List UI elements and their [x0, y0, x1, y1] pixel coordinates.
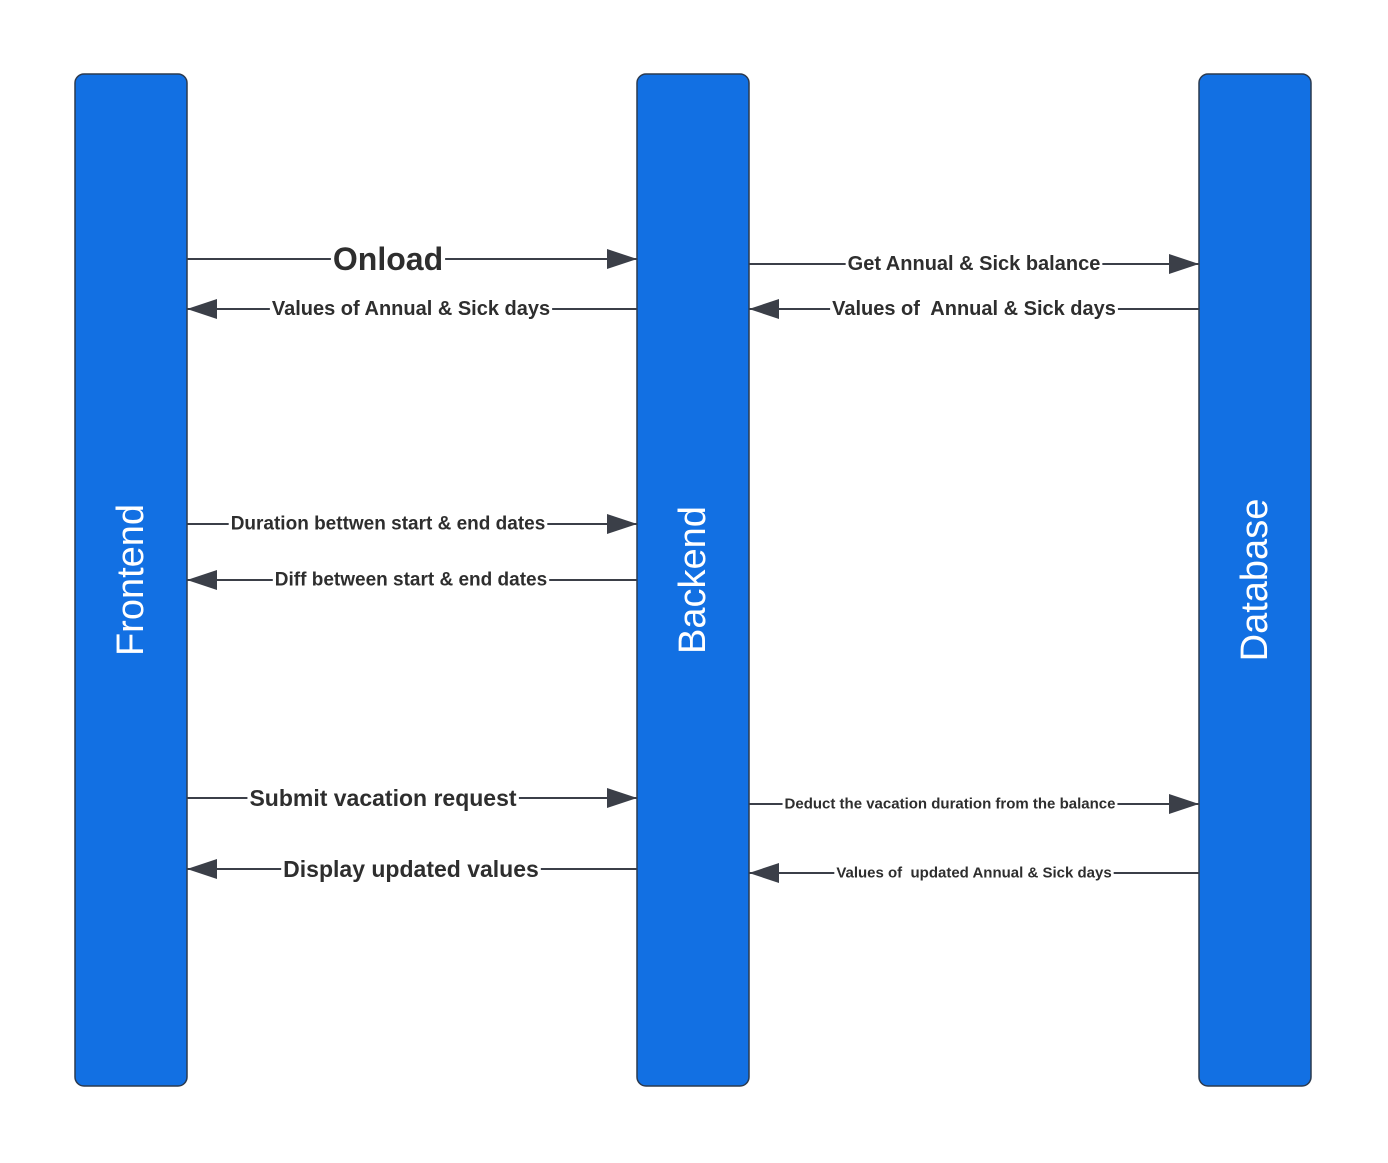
lane-database: Database — [1198, 73, 1312, 1087]
message-arrow: Duration bettwen start & end dates — [187, 514, 637, 535]
message-label-background — [281, 866, 541, 872]
lane-backend: Backend — [636, 73, 750, 1087]
message-label-background — [247, 795, 519, 801]
message-arrow: Display updated values — [187, 856, 637, 882]
message-label: Onload — [333, 241, 443, 277]
lane-database-box — [1198, 73, 1312, 1087]
message-arrow: Get Annual & Sick balance — [749, 253, 1199, 275]
message-label-background — [845, 261, 1103, 267]
message-label: Values of updated Annual & Sick days — [836, 865, 1111, 882]
message-label-background — [272, 577, 550, 583]
message-label-background — [228, 521, 548, 527]
message-label-background — [834, 870, 1114, 876]
lanes: Frontend Backend Database — [74, 73, 1312, 1087]
lane-frontend: Frontend — [74, 73, 188, 1087]
lane-frontend-label: Frontend — [110, 504, 152, 656]
message-arrow: Diff between start & end dates — [187, 570, 637, 591]
message-label-background — [269, 306, 553, 312]
message-arrow: Values of updated Annual & Sick days — [749, 863, 1199, 883]
message-label: Duration bettwen start & end dates — [231, 514, 546, 535]
message-label-background — [830, 306, 1118, 312]
message-label: Deduct the vacation duration from the ba… — [785, 796, 1116, 813]
message-label: Values of Annual & Sick days — [272, 298, 550, 320]
message-arrow: Values of Annual & Sick days — [749, 298, 1199, 320]
message-label: Get Annual & Sick balance — [848, 253, 1101, 275]
message-arrow: Values of Annual & Sick days — [187, 298, 637, 320]
message-label-background — [330, 256, 446, 262]
message-label: Values of Annual & Sick days — [832, 298, 1116, 320]
lane-backend-label: Backend — [672, 506, 714, 654]
message-label-background — [782, 801, 1118, 807]
message-arrow: Deduct the vacation duration from the ba… — [749, 794, 1199, 814]
message-label: Diff between start & end dates — [275, 570, 547, 591]
message-label: Display updated values — [283, 856, 539, 882]
lane-database-label: Database — [1234, 499, 1276, 662]
message-label: Submit vacation request — [249, 785, 516, 811]
message-arrow: Submit vacation request — [187, 785, 637, 811]
message-arrow: Onload — [187, 241, 637, 277]
